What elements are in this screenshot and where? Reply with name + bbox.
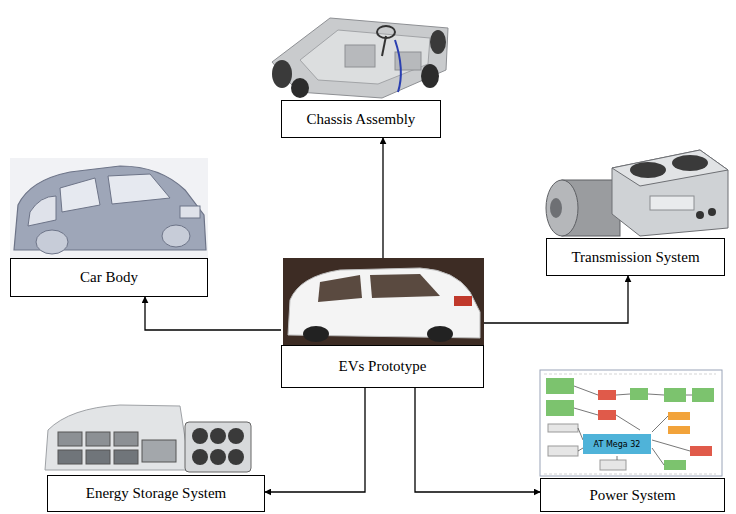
node-label: Transmission System xyxy=(571,249,699,266)
chassis-illustration xyxy=(272,18,448,98)
arrow-connector xyxy=(265,388,365,492)
node-label: EVs Prototype xyxy=(339,358,427,375)
car-body-illustration xyxy=(10,158,208,258)
node-label: Power System xyxy=(589,487,675,504)
ev-prototype-illustration xyxy=(283,258,484,345)
node-label: Car Body xyxy=(80,269,138,286)
transmission-illustration xyxy=(546,150,728,236)
power-system-illustration xyxy=(540,370,722,476)
node-label: Energy Storage System xyxy=(86,485,227,502)
energy-storage-illustration xyxy=(45,405,251,472)
arrow-connector xyxy=(484,276,628,323)
component-box: EVs Prototype xyxy=(281,258,484,388)
component-box: Energy Storage System xyxy=(47,475,265,512)
component-box: Transmission System xyxy=(546,238,725,276)
component-box: Car Body xyxy=(10,258,208,297)
arrow-connector xyxy=(415,388,540,492)
chip-label: AT Mega 32 xyxy=(583,434,651,454)
label-frame: EVs Prototype xyxy=(281,345,484,388)
arrow-connector xyxy=(382,138,383,258)
node-label: Chassis Assembly xyxy=(307,111,416,128)
component-box: Power System xyxy=(540,478,725,512)
arrow-connector xyxy=(145,297,281,330)
component-box: Chassis Assembly xyxy=(281,100,441,138)
